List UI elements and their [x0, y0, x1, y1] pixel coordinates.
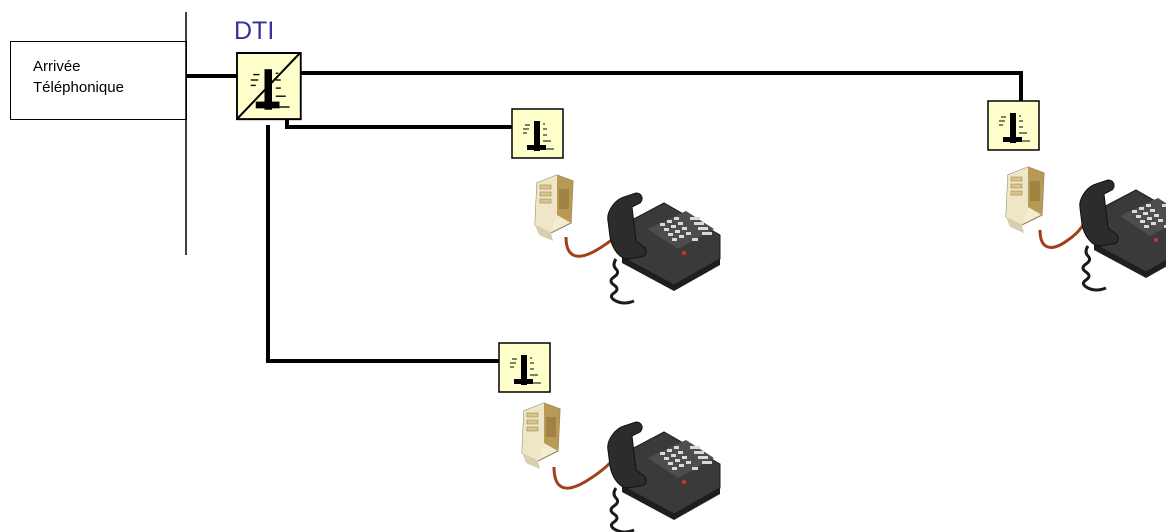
phone-cord-line [552, 451, 620, 490]
wire-dti-to-right-socket [300, 71, 1023, 101]
phone-adapter-icon [1005, 166, 1045, 234]
dti-socket-icon [235, 51, 302, 121]
wall-socket-icon [511, 108, 564, 159]
desk-phone-icon [1078, 178, 1166, 292]
wiring-lines [187, 71, 1023, 363]
dti-label: DTI [234, 17, 275, 45]
wire-dti-to-bottom-socket [266, 125, 500, 363]
phone-adapter-icon [534, 174, 574, 242]
wall-socket-icon [498, 342, 551, 393]
arrivee-label: Arrivée Téléphonique [33, 56, 124, 98]
phone-adapter-icon [521, 402, 561, 470]
phone-cord-line [1038, 213, 1090, 249]
wire-dti-to-middle-socket [285, 115, 513, 129]
desk-phone-icon [606, 191, 722, 305]
desk-phone-icon [606, 420, 722, 532]
wall-socket-icon [987, 100, 1040, 151]
arrivee-line1: Arrivée [33, 58, 81, 75]
arrivee-line2: Téléphonique [33, 79, 124, 96]
arrivee-telephonique-box: Arrivée Téléphonique [10, 41, 187, 120]
